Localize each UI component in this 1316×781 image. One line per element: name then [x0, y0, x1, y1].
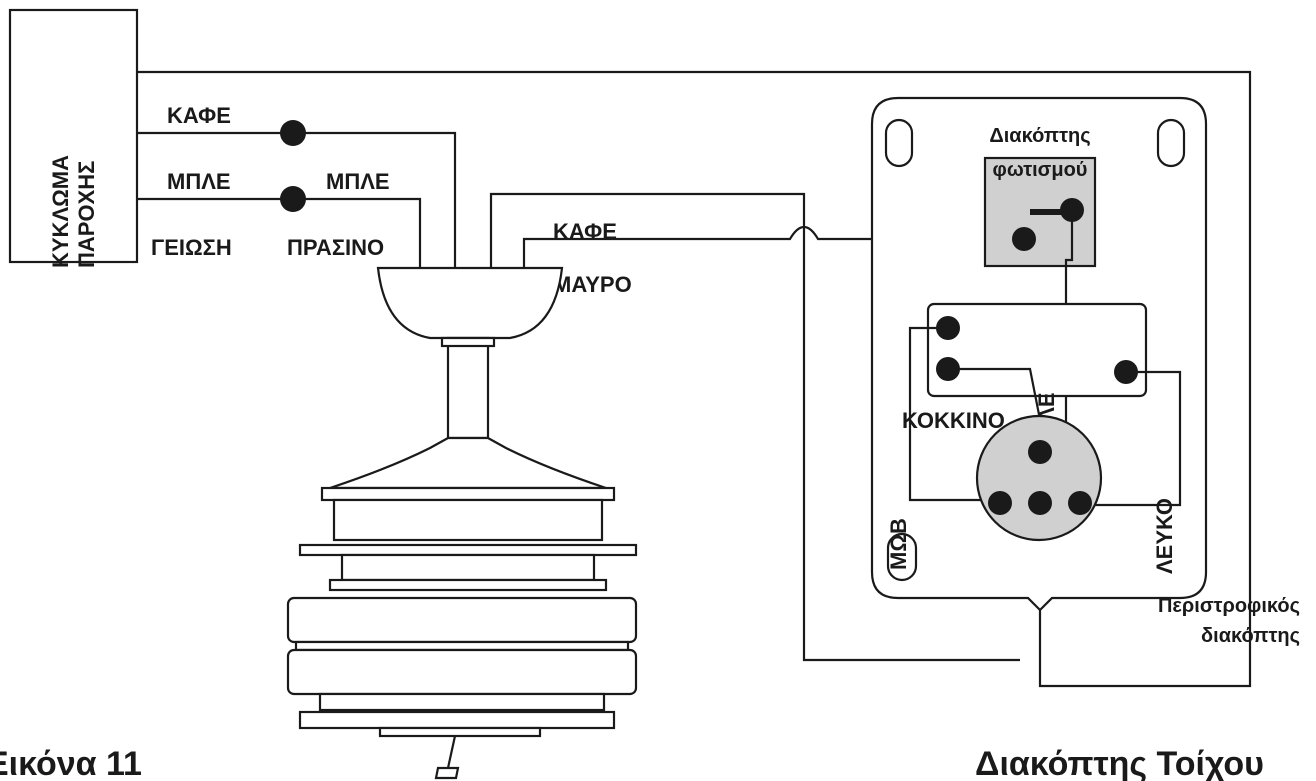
supply-brown-label: ΚΑΦΕ [167, 103, 231, 128]
red-wire [908, 326, 1000, 502]
fan-motor-band3 [294, 640, 630, 652]
fan-motor-band2 [340, 553, 596, 582]
supply-label-line1: ΚΥΚΛΩΜΑ [48, 155, 73, 268]
purple-label: ΜΩΒ [886, 518, 911, 570]
fan-motor-ring2 [298, 543, 638, 557]
rotary-terminal-top [1028, 440, 1052, 464]
fan-motor-body2 [286, 648, 638, 696]
fan-blue-label: ΜΠΛΕ [326, 169, 390, 194]
fan-motor-ring3 [328, 578, 608, 592]
rotary-terminal-left [988, 491, 1012, 515]
fan-canopy [376, 266, 564, 340]
rotary-switch-label-line2: διακόπτης [1201, 625, 1300, 647]
fan-bottom-plate [298, 710, 616, 730]
light-switch-terminal-bottom [1012, 227, 1036, 251]
rotary-terminal-mid [1028, 491, 1052, 515]
rotary-switch-body [975, 414, 1103, 542]
fan-motor-band4 [318, 692, 606, 712]
fan-light-kit [378, 726, 542, 738]
fan-motor-body1 [286, 596, 638, 644]
fan-pull-chain [434, 735, 460, 780]
red-label: ΚΟΚΚΙΝΟ [902, 408, 1005, 433]
fan-motor-band1 [332, 498, 604, 542]
fan-brown-label: ΚΑΦΕ [553, 219, 617, 244]
white-wire [1080, 370, 1182, 507]
rotary-switch-label-line1: Περιστροφικός [1158, 595, 1300, 617]
white-label: ΛΕΥΚΟ [1152, 498, 1177, 574]
terminal-block [926, 302, 1148, 398]
green-label: ΠΡΑΣΙΝΟ [287, 235, 384, 260]
supply-label-line2: ΠΑΡΟΧΗΣ [74, 161, 99, 268]
mount-slot-bottom [886, 532, 918, 582]
supply-brown-wire [137, 131, 457, 268]
fan-motor-ring1 [320, 486, 616, 502]
light-switch-label-line1: Διακόπτης [989, 125, 1090, 147]
blue-junction-dot [280, 186, 306, 212]
light-switch-label-line2: φωτισμού [993, 159, 1088, 181]
black-wire [489, 192, 1020, 662]
supply-blue-label: ΜΠΛΕ [167, 169, 231, 194]
brown-junction-dot [280, 120, 306, 146]
mount-slot-right [1156, 118, 1186, 168]
rotary-terminal-right [1068, 491, 1092, 515]
supply-blue-wire [137, 197, 422, 268]
earth-label: ΓΕΙΩΣΗ [151, 235, 232, 260]
fan-brown-wire [522, 225, 1022, 268]
fan-motor-top [329, 436, 607, 490]
supply-circuit-box [8, 8, 139, 264]
wall-switch-caption: Διακόπτης Τοίχου [975, 745, 1264, 781]
mount-slot-left [884, 118, 914, 168]
supply-top-wire [137, 70, 1252, 688]
fan-downrod-top [440, 336, 496, 348]
black-label: ΜΑΥΡΟ [553, 272, 632, 297]
figure-caption: Εικόνα 11 [0, 745, 142, 781]
fan-downrod [446, 336, 490, 440]
